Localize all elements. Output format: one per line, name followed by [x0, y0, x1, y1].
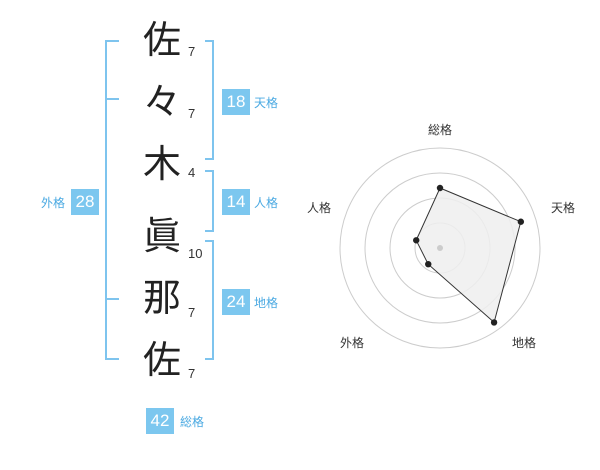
radar-points — [413, 184, 525, 326]
radar-area — [415, 187, 522, 324]
radar-label-chikaku: 地格 — [512, 335, 536, 350]
stroke-count-5: 7 — [188, 305, 196, 320]
soukaku-label: 総格 — [180, 415, 205, 429]
radar-label-soukaku: 総格 — [428, 122, 452, 137]
stroke-count-3: 4 — [188, 165, 196, 180]
chikaku-label: 地格 — [254, 296, 279, 310]
stroke-count-1: 7 — [188, 44, 196, 59]
chikaku-score: 24 — [222, 289, 250, 315]
name-char-2: 々 — [142, 80, 181, 124]
soukaku-score: 42 — [146, 408, 174, 434]
jinkaku-label: 人格 — [254, 196, 279, 210]
stroke-count-4: 10 — [188, 246, 203, 261]
jinkaku-score: 14 — [222, 189, 250, 215]
radar-point-3 — [490, 319, 498, 326]
radar-ring — [364, 172, 516, 324]
radar-point-1 — [436, 184, 444, 192]
gaikaku-score: 28 — [71, 189, 99, 215]
radar-label-jinkaku: 人格 — [307, 200, 331, 215]
radar-center — [437, 245, 443, 251]
radar-point-5 — [413, 237, 420, 244]
radar-point-4 — [425, 260, 432, 268]
tenkaku-score: 18 — [222, 89, 250, 115]
name-char-4: 眞 — [142, 214, 181, 258]
radar-axis-labels: 総格 天格 地格 外格 人格 — [307, 122, 575, 350]
gaikaku-label: 外格 — [41, 196, 66, 210]
tenkaku-label: 天格 — [254, 96, 279, 110]
name-char-6: 佐 — [142, 338, 181, 382]
name-char-5: 那 — [142, 276, 181, 320]
stroke-count-6: 7 — [188, 366, 196, 381]
radar-label-tenkaku: 天格 — [551, 200, 575, 215]
radar-point-2 — [517, 218, 525, 225]
name-char-3: 木 — [142, 142, 181, 186]
stroke-count-2: 7 — [188, 106, 196, 121]
radar-label-gaikaku: 外格 — [340, 335, 364, 350]
name-char-1: 佐 — [142, 18, 181, 62]
radar-ring — [339, 147, 541, 349]
